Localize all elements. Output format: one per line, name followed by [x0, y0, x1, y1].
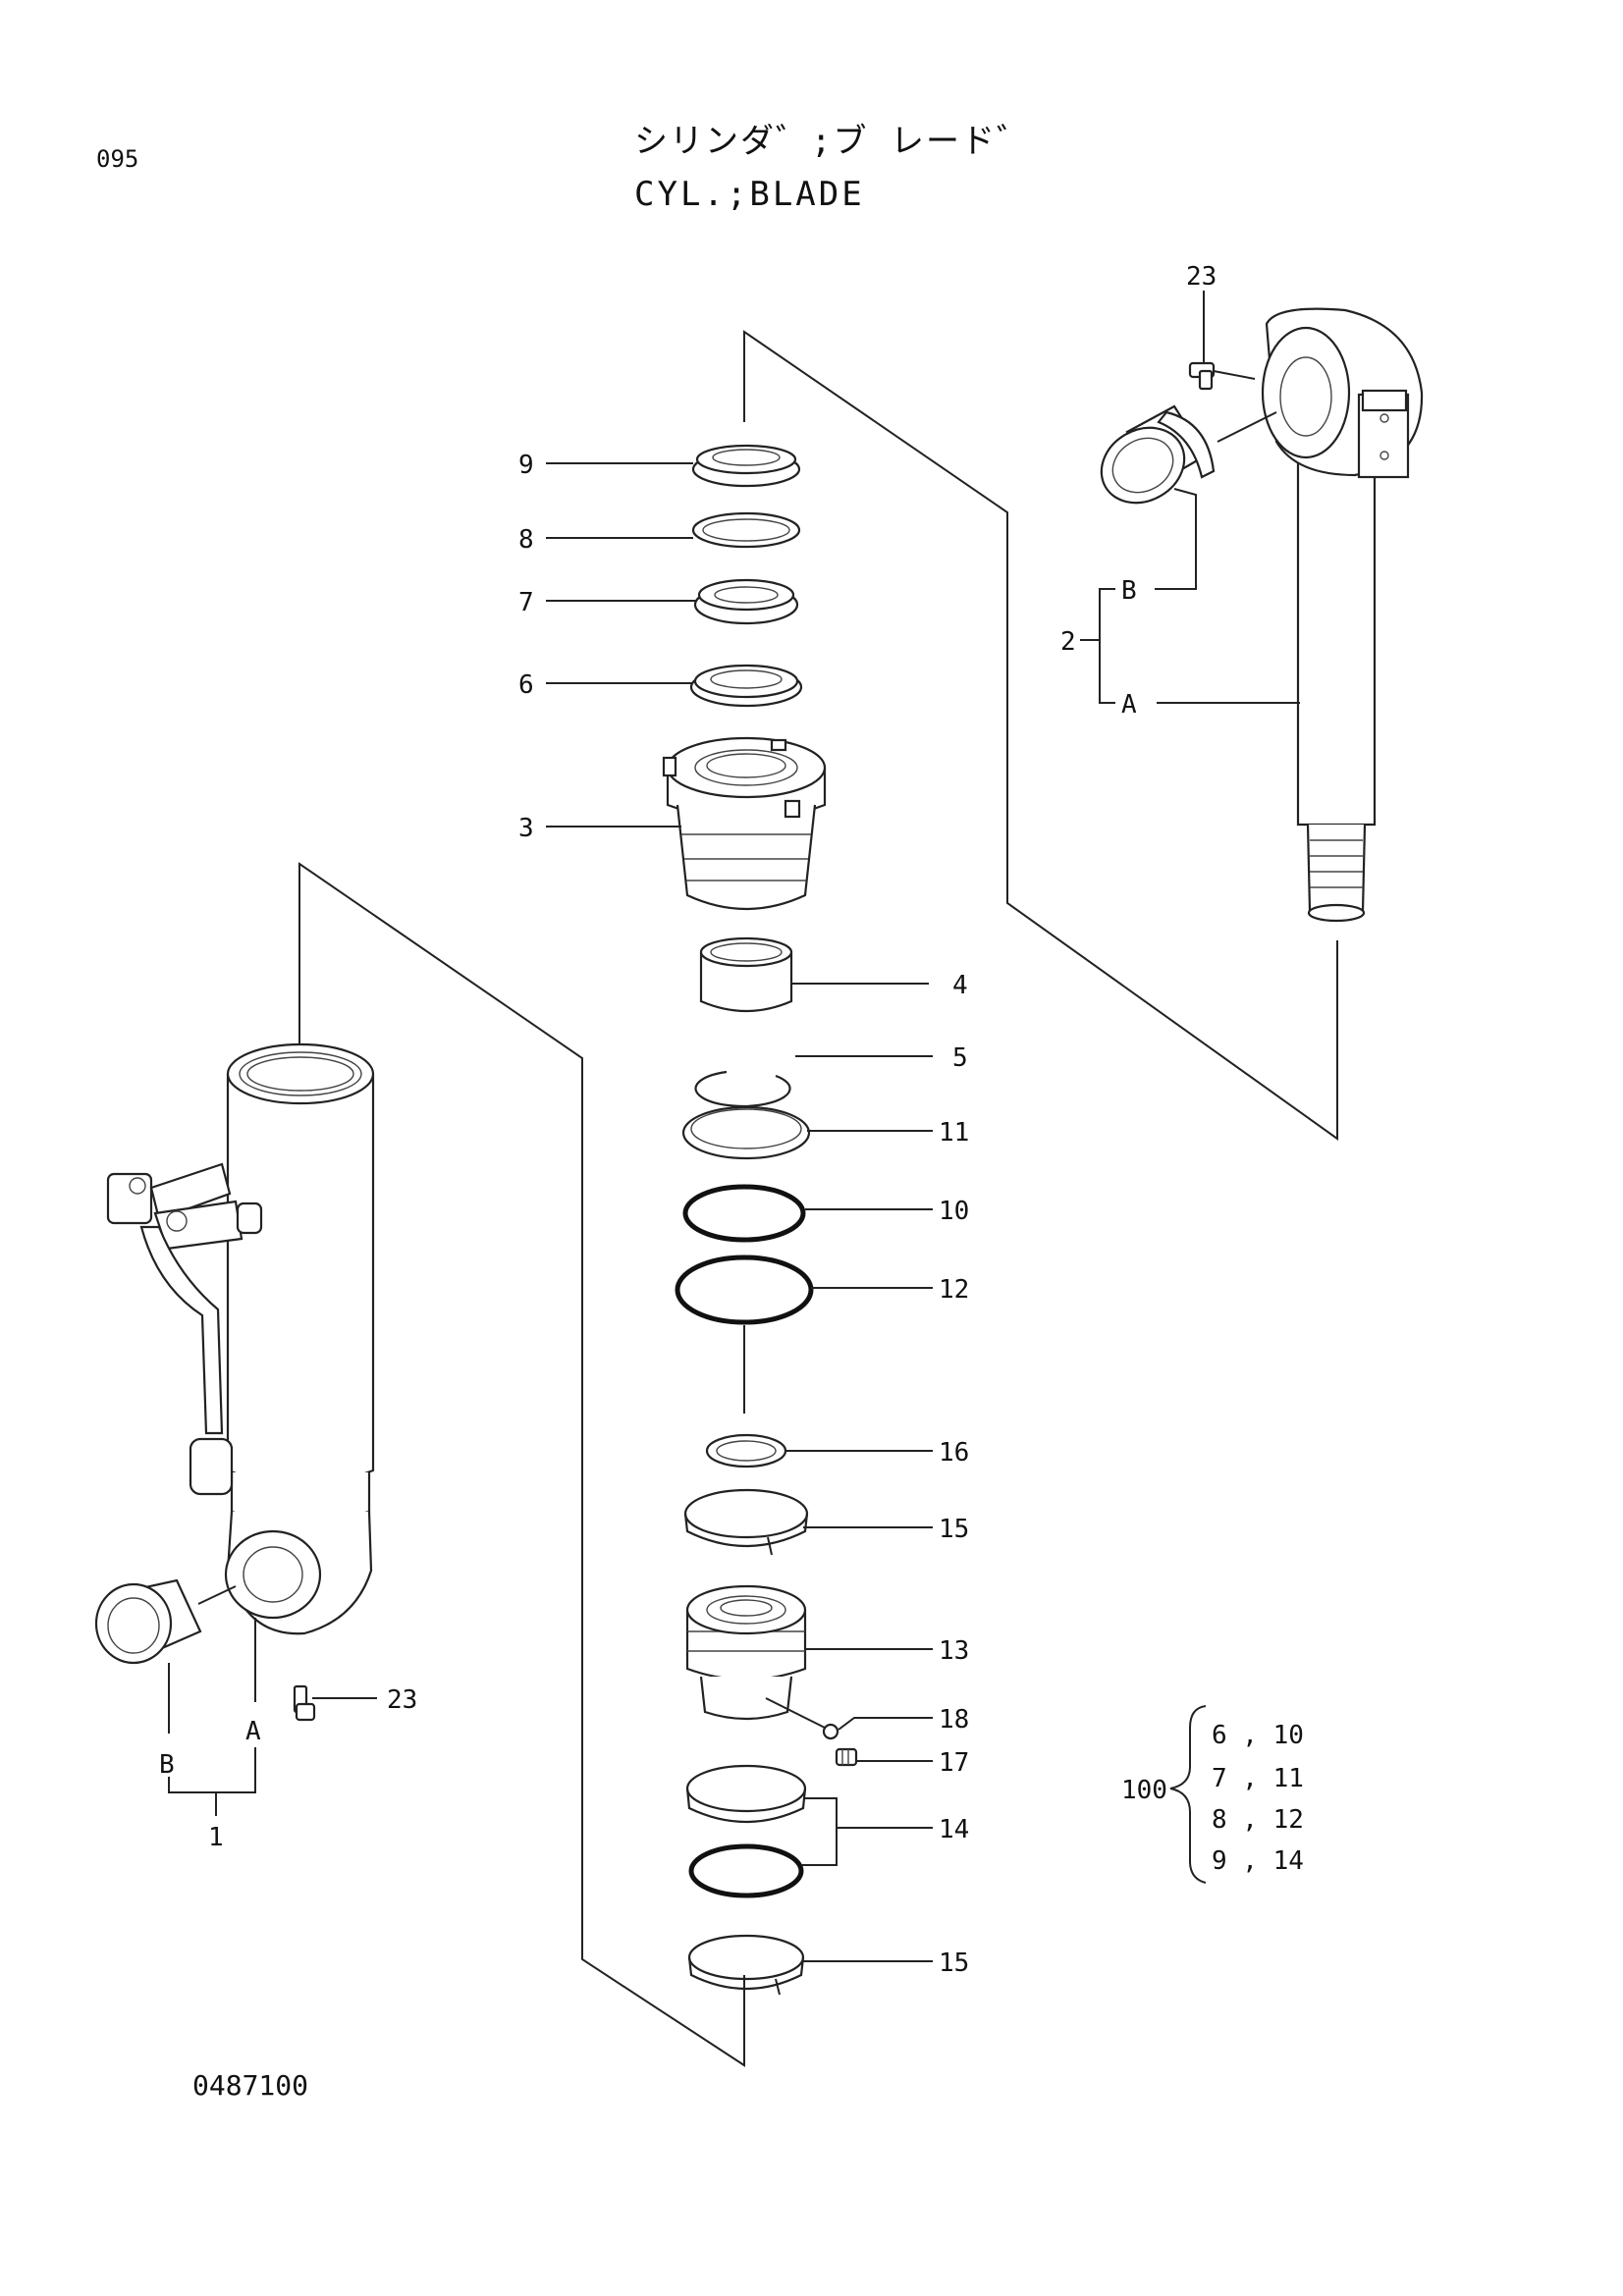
- callout-15-upper: 15: [939, 1515, 969, 1544]
- callout-1-a: A: [245, 1717, 261, 1746]
- seal-part-6: [689, 664, 803, 708]
- tube-axis-line: [197, 1585, 237, 1605]
- callout-12: 12: [939, 1275, 969, 1305]
- callout-3: 3: [518, 814, 534, 843]
- o-ring-part-12: [675, 1255, 814, 1325]
- bushing-axis-line: [1217, 411, 1277, 443]
- grease-fitting-part-23-top: [1188, 361, 1256, 391]
- callout-11: 11: [939, 1118, 969, 1148]
- leader-lines: [168, 291, 1300, 1962]
- page-number: 095: [96, 145, 139, 173]
- callout-18: 18: [939, 1705, 969, 1735]
- piston-part-13: [685, 1584, 807, 1721]
- callout-2-a: A: [1121, 690, 1137, 720]
- ring-part-16: [705, 1433, 787, 1468]
- seal-part-9: [691, 444, 801, 488]
- callout-15-lower: 15: [939, 1949, 969, 1978]
- ring-part-14-upper: [685, 1764, 807, 1824]
- snap-ring-part-5: [694, 1070, 791, 1107]
- ring-part-11: [681, 1105, 811, 1160]
- title-english: CYL.;BLADE: [634, 175, 865, 214]
- cylinder-tube-part-1: [106, 1042, 375, 1635]
- callout-7: 7: [518, 588, 534, 617]
- callout-labels: 9 8 7 6 3 4 5 11 10 12 16 15 13 18 17 14…: [159, 262, 1217, 1978]
- title-japanese: シリンダ゛;ブ レード゛: [634, 122, 1032, 161]
- callout-1: 1: [208, 1823, 224, 1852]
- set-screw-part-17: [835, 1747, 858, 1767]
- kit-row-3: 8 , 12: [1212, 1805, 1304, 1835]
- drawing-code: 0487100: [192, 2069, 309, 2102]
- callout-5: 5: [952, 1043, 968, 1073]
- callout-2: 2: [1060, 627, 1076, 657]
- ball-part-18: [822, 1723, 839, 1740]
- bushing-part-1b: [94, 1578, 202, 1665]
- bushing-part-4: [699, 936, 793, 1013]
- kit-row-1: 6 , 10: [1212, 1721, 1304, 1750]
- callout-8: 8: [518, 525, 534, 555]
- callout-1-b: B: [159, 1750, 175, 1780]
- callout-14: 14: [939, 1815, 969, 1844]
- kit-number: 100: [1121, 1776, 1167, 1805]
- bushing-part-2b: [1100, 404, 1216, 505]
- assembly-frame-lines: [298, 330, 1338, 2067]
- wear-ring-part-15-upper: [683, 1488, 809, 1556]
- kit-row-4: 9 , 14: [1212, 1846, 1304, 1876]
- grease-fitting-part-23-bottom: [293, 1684, 316, 1722]
- callout-4: 4: [952, 971, 968, 1000]
- callout-17: 17: [939, 1748, 969, 1778]
- callout-23-top: 23: [1186, 262, 1217, 292]
- o-ring-part-10: [682, 1184, 806, 1243]
- ring-part-7: [693, 578, 799, 625]
- wear-ring-part-15-lower: [687, 1934, 805, 1996]
- piston-rod-part-2: [1261, 307, 1424, 923]
- callout-16: 16: [939, 1438, 969, 1468]
- kit-row-2: 7 , 11: [1212, 1764, 1304, 1793]
- callout-13: 13: [939, 1636, 969, 1666]
- seal-kit-100: 100 6 , 10 7 , 11 8 , 12 9 , 14: [1121, 1721, 1304, 1876]
- callout-2-b: B: [1121, 576, 1137, 606]
- kit-brace: [1169, 1705, 1207, 1884]
- callout-23-bottom: 23: [387, 1685, 417, 1715]
- callout-9: 9: [518, 451, 534, 480]
- callout-6: 6: [518, 670, 534, 700]
- o-ring-part-14-lower: [688, 1843, 804, 1898]
- callout-10: 10: [939, 1197, 969, 1226]
- gland-part-3: [662, 736, 827, 911]
- ring-part-8: [691, 511, 801, 549]
